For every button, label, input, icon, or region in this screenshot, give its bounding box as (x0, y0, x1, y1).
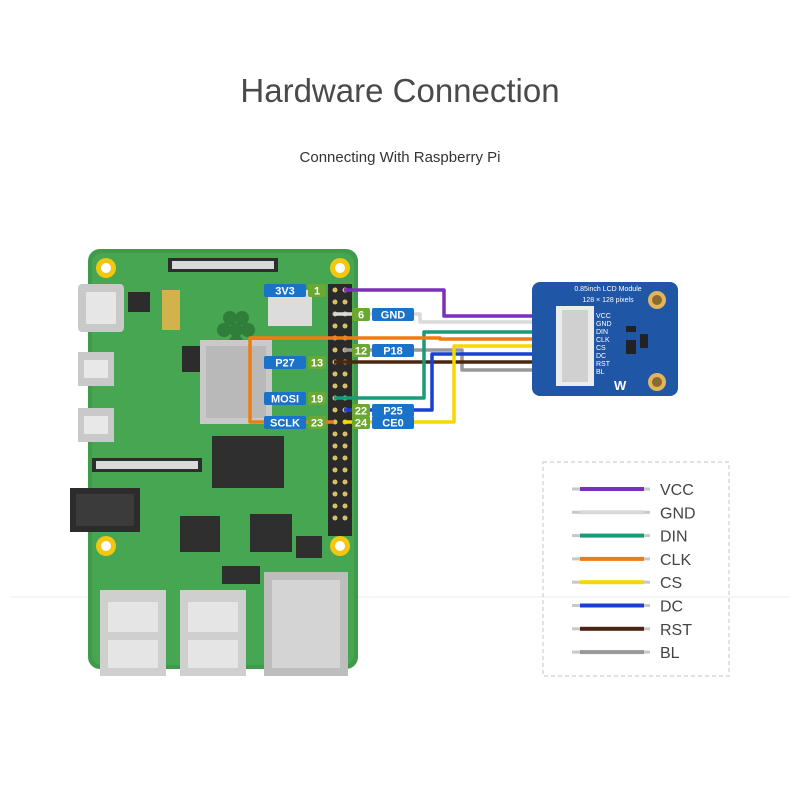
pin-num-19: 19 (311, 394, 323, 406)
pin-num-23: 23 (311, 418, 323, 430)
legend-swatch (580, 603, 644, 608)
lcd-pin-gnd: GND (596, 321, 612, 328)
pin-num-22: 22 (355, 406, 367, 418)
legend-swatch (580, 556, 644, 561)
legend-item: RST (572, 622, 692, 639)
legend-item: DIN (572, 529, 688, 546)
pin-labels: 3V3 1 6 GND 12 P18 P27 13 MOSI 19 22 P25… (264, 284, 414, 430)
wire-vcc (344, 288, 554, 318)
legend-label: DC (660, 599, 683, 616)
pin-name-3v3: 3V3 (275, 286, 295, 298)
legend-swatch (580, 650, 644, 655)
legend-swatch (580, 580, 644, 585)
pin-num-12: 12 (355, 346, 367, 358)
lcd-module-resolution: 128 × 128 pixels (582, 297, 634, 304)
lcd-module-title: 0.85inch LCD Module (574, 286, 641, 293)
legend-item: CS (572, 575, 682, 592)
lcd-pin-bl: BL (596, 369, 605, 376)
pin-name-sclk: SCLK (270, 418, 300, 430)
legend-item: DC (572, 599, 683, 616)
lcd-pin-rst: RST (596, 361, 611, 368)
pin-name-ce0: CE0 (382, 418, 403, 430)
wire-din (334, 330, 554, 400)
legend-item: CLK (572, 552, 691, 569)
pin-name-p25: P25 (383, 406, 403, 418)
legend-item: VCC (572, 482, 694, 499)
pin-num-24: 24 (355, 418, 368, 430)
page-subtitle: Connecting With Raspberry Pi (299, 149, 501, 166)
legend-label: VCC (660, 482, 694, 499)
legend-label: BL (660, 645, 680, 662)
legend-swatch (580, 533, 644, 538)
legend-swatch (580, 510, 644, 515)
wire-legend: VCC GND DIN CLK CS DC RST BL (542, 461, 730, 677)
legend-label: CLK (660, 552, 691, 569)
legend-label: CS (660, 575, 682, 592)
lcd-pin-vcc: VCC (596, 313, 611, 320)
lcd-pin-clk: CLK (596, 337, 610, 344)
legend-label: DIN (660, 529, 688, 546)
pin-num-6: 6 (358, 310, 364, 322)
pin-num-1: 1 (314, 286, 320, 298)
page-title: Hardware Connection (240, 72, 560, 109)
lcd-pin-cs: CS (596, 345, 606, 352)
pin-name-mosi: MOSI (271, 394, 299, 406)
legend-item: BL (572, 645, 680, 662)
legend-swatch (580, 487, 644, 491)
legend-label: GND (660, 505, 696, 522)
lcd-module: 0.85inch LCD Module 128 × 128 pixels VCC… (532, 282, 678, 396)
lcd-pin-din: DIN (596, 329, 608, 336)
waveshare-logo-icon: W (614, 378, 627, 393)
pin-name-gnd: GND (381, 310, 406, 322)
legend-swatch (580, 626, 644, 631)
legend-label: RST (660, 622, 692, 639)
pin-name-p27: P27 (275, 358, 295, 370)
pin-num-13: 13 (311, 358, 323, 370)
lcd-pin-dc: DC (596, 353, 606, 360)
pin-name-p18: P18 (383, 346, 403, 358)
raspberry-pi-board (70, 249, 358, 676)
legend-item: GND (572, 505, 696, 522)
